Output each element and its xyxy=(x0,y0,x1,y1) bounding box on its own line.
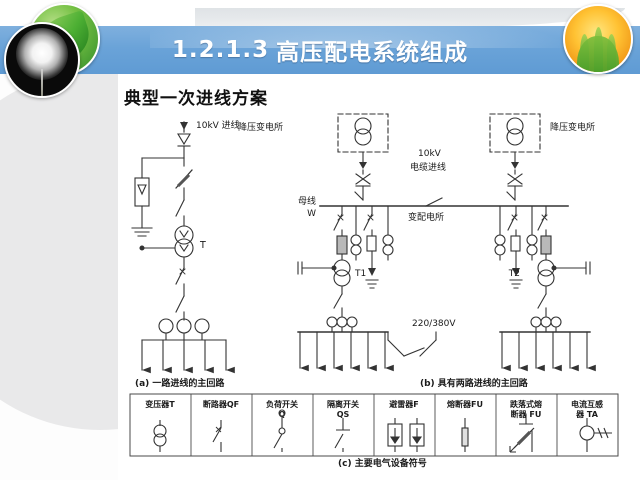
symbol-header-1: 断路器QF xyxy=(203,399,239,409)
caption-diagram-a: (a) 一路进线的主回路 xyxy=(135,377,225,389)
label-substation-right: 降压变电所 xyxy=(550,121,595,133)
label-substation-left: 降压变电所 xyxy=(238,121,283,133)
label-transformer-t: T xyxy=(199,240,206,251)
sunrise-grass-icon xyxy=(563,4,633,74)
grass-blade xyxy=(607,33,617,72)
grass-blade xyxy=(594,27,604,72)
label-busbar-code: W xyxy=(307,209,316,219)
label-incoming-cable: 电缆进线 xyxy=(410,161,446,173)
symbol-header-2: 负荷开关 xyxy=(266,399,298,409)
section-subtitle: 典型一次进线方案 xyxy=(124,89,268,109)
caption-diagram-b: (b) 具有两路进线的主回路 xyxy=(420,377,529,389)
symbol-header-7: 电流互感 xyxy=(571,399,603,409)
title-text: 高压配电系统组成 xyxy=(276,40,469,66)
symbol-header-4: 避雷器F xyxy=(389,399,418,409)
label-transformer-t2: T2 xyxy=(508,269,520,279)
header-grey-swoosh xyxy=(195,8,625,28)
symbol-header-6: 跌落式熔 xyxy=(510,399,543,409)
dandelion-stem xyxy=(41,68,43,96)
header-blue-band xyxy=(0,26,640,74)
circuit-figure: 10kV 进线 T (a) 一路进线的主回路 降压变电所 降压变电所 10kV … xyxy=(129,113,619,468)
label-lv-voltage: 220/380V xyxy=(412,319,456,329)
label-incoming-10kv: 10kV 进线 xyxy=(196,119,240,131)
symbol-header-5: 熔断器FU xyxy=(447,399,483,409)
label-distribution-station: 变配电所 xyxy=(408,211,444,223)
label-transformer-t1: T1 xyxy=(354,269,366,279)
symbol-header-2-code: Q xyxy=(279,410,286,419)
caption-symbol-table: (c) 主要电气设备符号 xyxy=(338,457,427,468)
symbol-header-3: 隔离开关 xyxy=(327,399,359,409)
symbol-header-7-code: 器 TA xyxy=(575,410,599,419)
page-title: 1.2.1.3 高压配电系统组成 xyxy=(0,28,640,72)
figure-container: 10kV 进线 T (a) 一路进线的主回路 降压变电所 降压变电所 10kV … xyxy=(120,108,628,468)
grass-blade xyxy=(579,33,589,72)
label-incoming-kv: 10kV xyxy=(418,149,442,159)
symbol-header-3-code: QS xyxy=(337,410,350,419)
symbol-header-0: 变压器T xyxy=(145,399,175,409)
label-busbar: 母线 xyxy=(298,195,316,207)
title-number: 1.2.1.3 xyxy=(171,37,270,63)
dandelion-icon xyxy=(4,22,80,98)
symbol-table: 变压器T 断路器QF 负荷开关 Q 隔离开关 QS 避雷器F 熔断器FU 跌落式… xyxy=(129,393,619,457)
